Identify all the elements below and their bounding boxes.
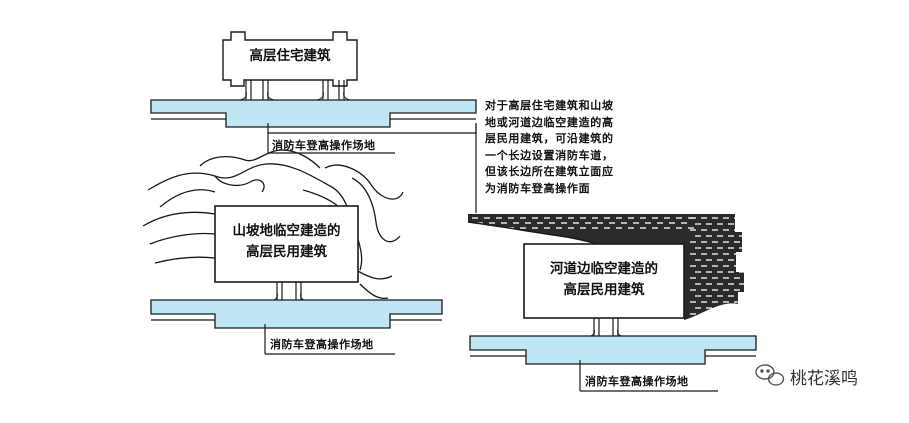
hill-site-label: 消防车登高操作场地 — [270, 338, 374, 351]
top-building-label: 高层住宅建筑 — [249, 48, 331, 64]
hill-building-label: 山坡地临空建造的 高层民用建筑 — [215, 221, 358, 263]
river-road — [469, 335, 757, 365]
note-line: 层民用建筑，可沿建筑的 — [485, 132, 614, 146]
top-building — [222, 31, 358, 101]
hill-building-line1: 山坡地临空建造的 — [232, 223, 341, 239]
river-site-label: 消防车登高操作场地 — [585, 375, 689, 388]
top-site-label: 消防车登高操作场地 — [272, 139, 376, 152]
note-line: 为消防车登高操作面 — [485, 181, 591, 195]
top-leaders — [267, 123, 477, 213]
river-building-line2: 高层民用建筑 — [563, 282, 645, 298]
note-text: 对于高层住宅建筑和山坡 地或河道边临空建造的高 层民用建筑，可沿建筑的 一个长边… — [485, 98, 614, 198]
river-building-label: 河道边临空建造的 高层民用建筑 — [524, 259, 684, 301]
hill-road — [150, 299, 443, 329]
note-line: 对于高层住宅建筑和山坡 — [485, 99, 614, 112]
hill-leaders — [264, 324, 395, 355]
river-building — [523, 243, 685, 338]
note-line: 但该长边所在建筑立面应 — [485, 165, 614, 179]
hill-building — [214, 205, 359, 302]
river-leaders — [579, 360, 718, 392]
wechat-icon — [755, 364, 785, 386]
watermark-text: 桃花溪鸣 — [790, 369, 858, 389]
note-line: 一个长边设置消防车道， — [485, 148, 614, 162]
river-building-line1: 河道边临空建造的 — [550, 261, 658, 277]
hill-building-line2: 高层民用建筑 — [246, 244, 327, 260]
top-road — [150, 99, 477, 128]
note-line: 地或河道边临空建造的高 — [485, 115, 614, 129]
river-bank — [467, 214, 745, 320]
